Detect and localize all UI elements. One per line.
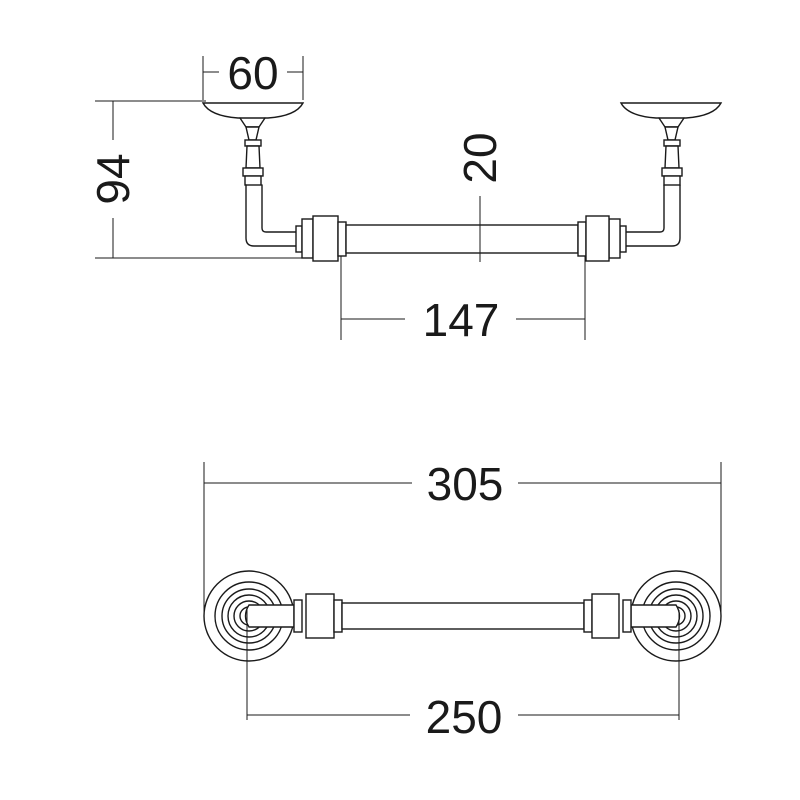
dim-base-width: 60 — [202, 47, 304, 100]
label-base-width: 60 — [227, 47, 278, 99]
dim-overall-length: 305 — [203, 458, 722, 616]
dim-height: 94 — [87, 100, 302, 259]
side-bar — [312, 215, 610, 262]
right-arm — [630, 604, 681, 628]
top-view: 305 250 — [203, 458, 722, 743]
label-overall-length: 305 — [427, 458, 504, 510]
left-arm — [244, 604, 295, 628]
label-height: 94 — [87, 153, 139, 204]
label-bar-length: 147 — [423, 294, 500, 346]
right-wall-mount — [608, 102, 723, 259]
dim-center-distance: 250 — [247, 691, 679, 743]
left-wall-mount — [201, 102, 314, 259]
dim-bar-diameter: 20 — [454, 132, 506, 262]
label-center-distance: 250 — [426, 691, 503, 743]
top-bar — [305, 593, 620, 639]
label-bar-diameter: 20 — [454, 132, 506, 183]
dim-bar-length: 147 — [340, 256, 586, 346]
side-view: 60 94 20 147 — [87, 47, 723, 346]
